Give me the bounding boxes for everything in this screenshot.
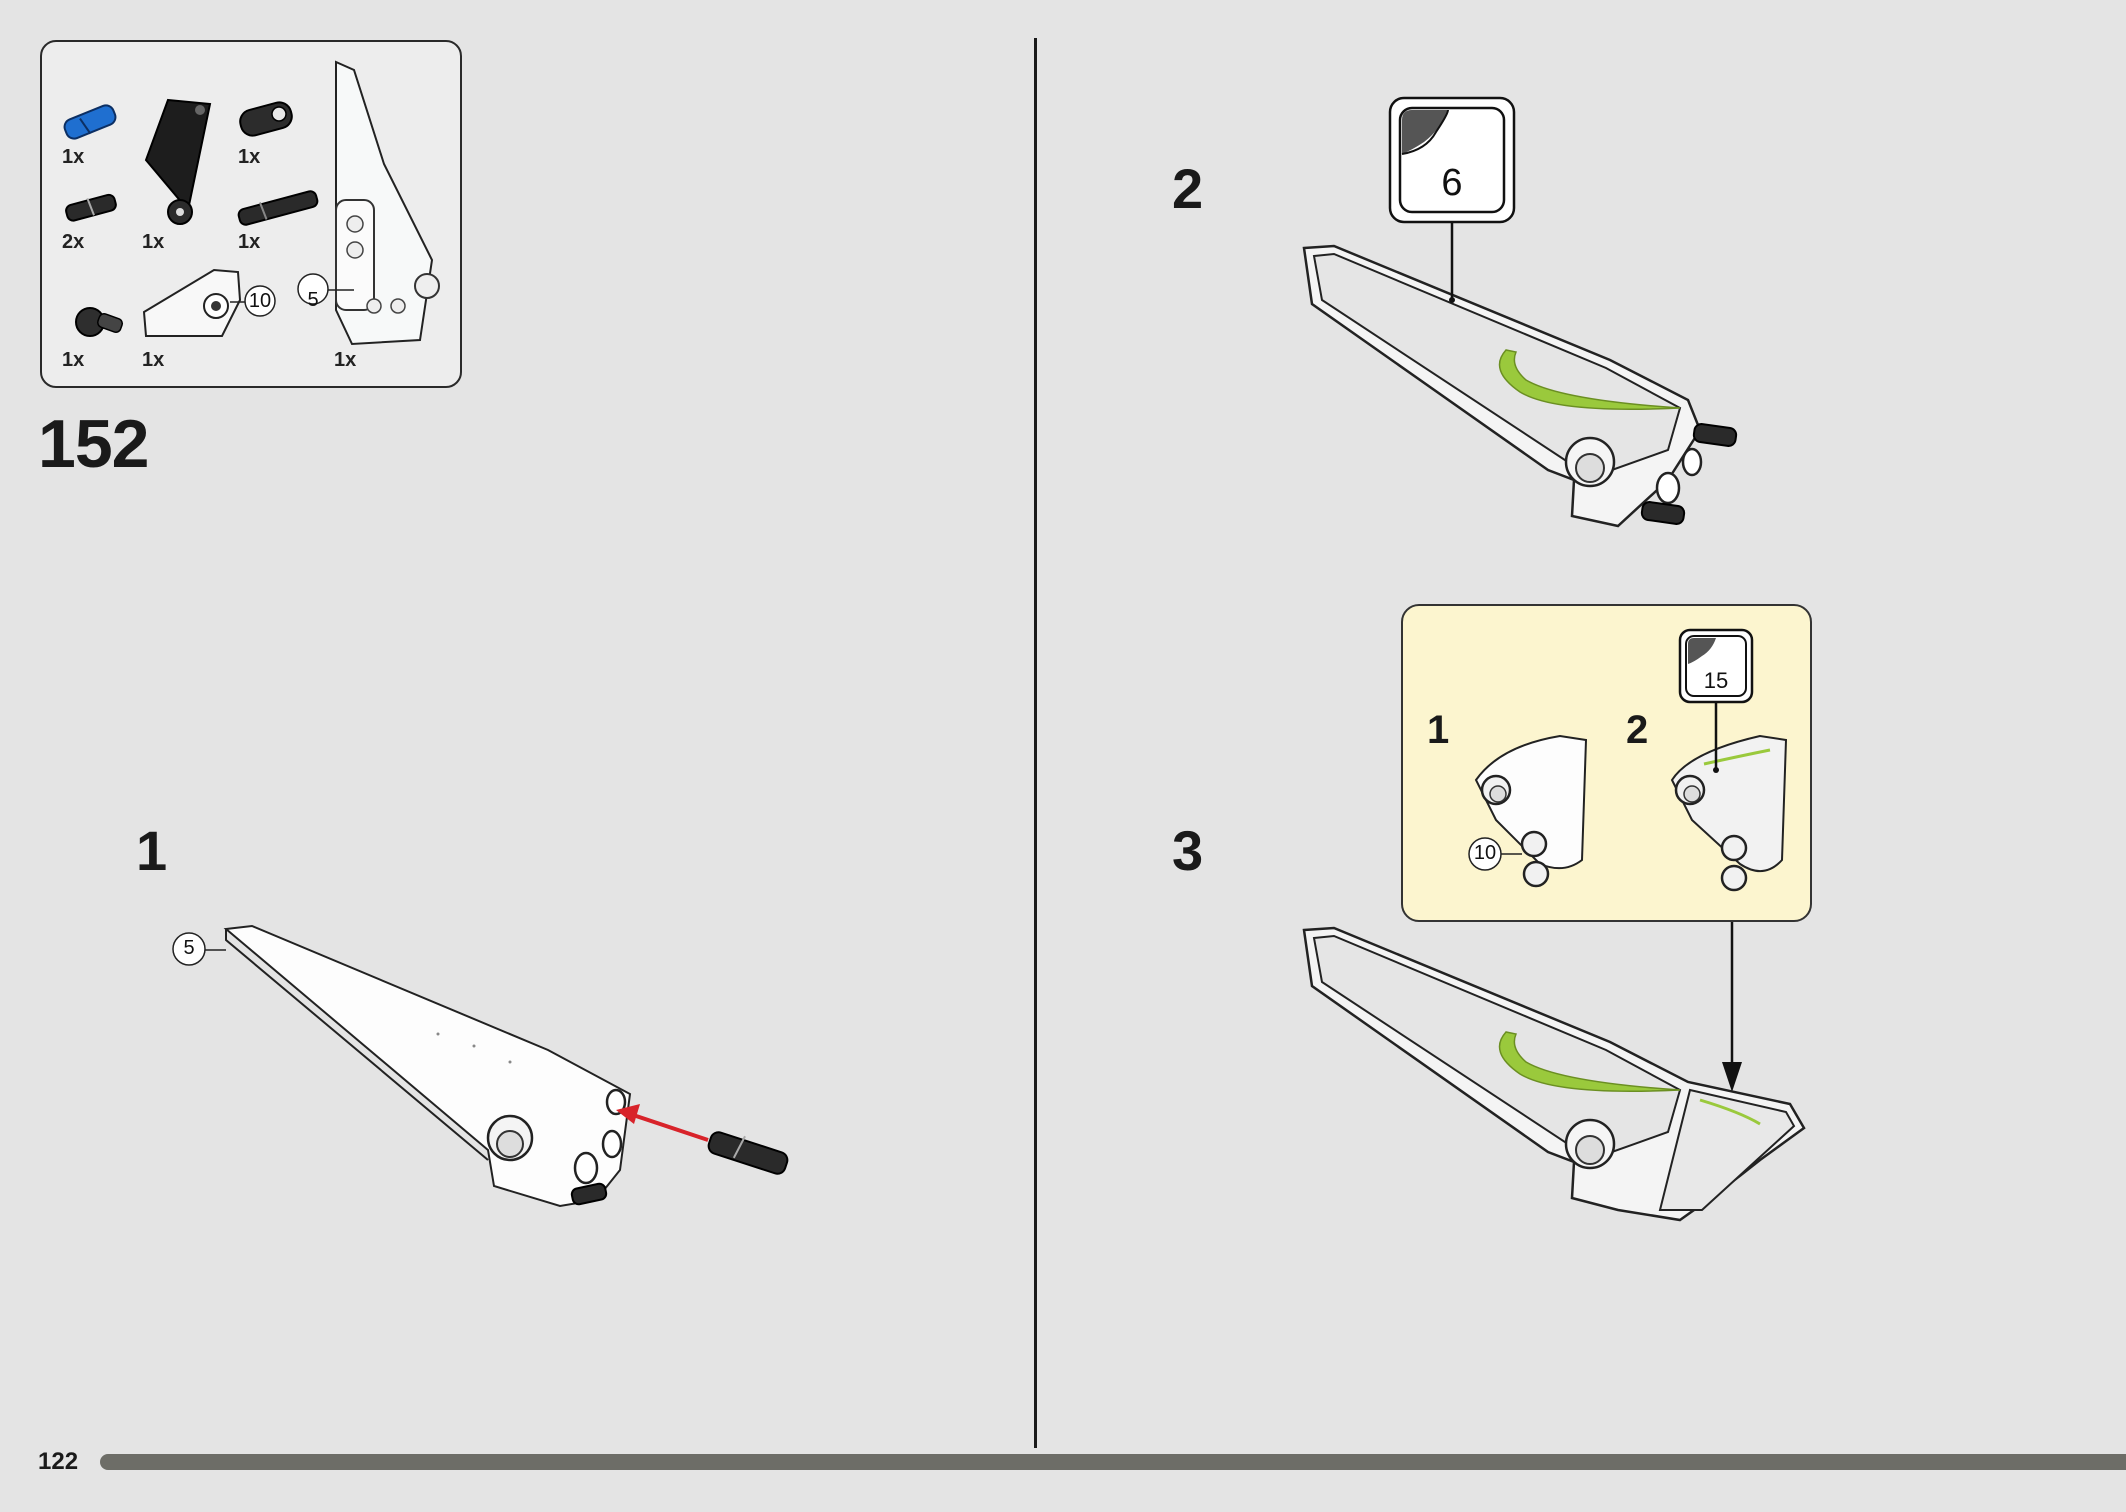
- callout-step-1: 1: [1427, 708, 1450, 752]
- black-long-axle-pin-icon: [237, 190, 319, 226]
- wing-assembly-step3: [1302, 926, 1806, 1222]
- part-qty: 1x: [142, 231, 165, 253]
- part-qty: 1x: [238, 231, 261, 253]
- part-callout-label: 10: [248, 290, 272, 312]
- part-callout-circle: [297, 273, 329, 305]
- black-triangle-panel-icon: [144, 98, 212, 225]
- white-wing-panel-icon: [335, 60, 440, 346]
- substep-number-2: 2: [1172, 157, 1204, 220]
- substep-number-1: 1: [136, 819, 168, 882]
- part-callout-circle: [1468, 837, 1502, 871]
- progress-bar: [100, 1454, 2126, 1470]
- black-pin-insert-icon: [707, 1131, 789, 1175]
- part-qty: 1x: [334, 349, 357, 371]
- black-pin-connector-icon: [75, 307, 124, 337]
- white-panel-icon: [142, 268, 246, 337]
- black-short-pin-icon: [65, 193, 117, 222]
- callout-step-2: 2: [1626, 708, 1649, 752]
- wing-assembly-step1: [223, 924, 632, 1208]
- part-qty: 2x: [62, 231, 85, 253]
- part-callout-circle: [244, 285, 276, 317]
- step-number: 152: [38, 406, 149, 482]
- black-connector-icon: [239, 101, 293, 137]
- part-callout-circle: [172, 932, 206, 966]
- substep-number-3: 3: [1172, 819, 1204, 882]
- page-number: 122: [38, 1448, 79, 1475]
- part-callout-label: 5: [307, 289, 319, 311]
- part-callout-label: 5: [183, 937, 195, 959]
- page-divider: [1034, 38, 1037, 1448]
- attach-arrow-black: [1722, 922, 1742, 1092]
- sticker-icon: [1678, 628, 1754, 773]
- part-qty: 1x: [238, 146, 261, 168]
- insert-arrow-red: [616, 1104, 709, 1142]
- part-qty: 1x: [62, 349, 85, 371]
- part-callout-label: 10: [1473, 842, 1497, 864]
- blue-axle-pin-icon: [63, 104, 117, 140]
- wing-assembly-step2: [1302, 244, 1738, 528]
- sticker-number: 15: [1703, 668, 1729, 693]
- callout-panel-2: [1670, 734, 1788, 892]
- part-qty: 1x: [62, 146, 85, 168]
- sticker-number: 6: [1441, 162, 1463, 204]
- sticker-icon: [1388, 96, 1516, 303]
- part-qty: 1x: [142, 349, 165, 371]
- callout-panel-1: [1474, 734, 1588, 888]
